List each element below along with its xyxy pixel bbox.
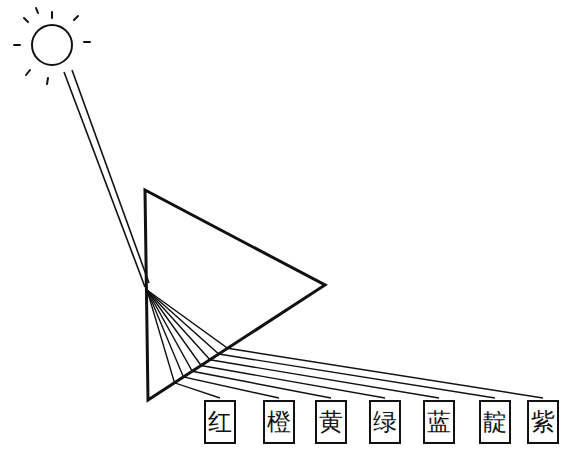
sun-ray [26,70,30,75]
light-beam [64,70,149,287]
beam-line [72,70,149,283]
sun-disc [32,25,72,65]
sun [14,8,90,84]
beam-line [64,72,145,287]
sun-ray [84,41,90,43]
color-name: 蓝 [427,409,451,435]
prism [145,190,325,400]
ray [147,290,543,398]
sun-ray [14,44,20,46]
color-name: 绿 [373,409,397,435]
color-label-box: 橙 [263,400,295,444]
dispersed-rays [147,290,543,398]
color-label-box: 紫 [527,400,559,444]
ray [147,290,385,398]
ray [147,290,331,398]
color-label-box: 红 [204,400,236,444]
sun-ray [47,78,48,84]
color-name: 红 [208,409,232,435]
color-label-box: 蓝 [423,400,455,444]
color-label-box: 绿 [369,400,401,444]
sun-ray [74,16,78,20]
sun-ray [24,18,28,22]
color-name: 紫 [531,409,555,435]
sun-ray [51,12,53,18]
color-name: 橙 [267,409,291,435]
color-name: 靛 [483,409,507,435]
color-label-box: 靛 [479,400,511,444]
ray [147,290,279,398]
sun-ray [36,8,38,13]
color-name: 黄 [319,409,343,435]
color-label-box: 黄 [315,400,347,444]
